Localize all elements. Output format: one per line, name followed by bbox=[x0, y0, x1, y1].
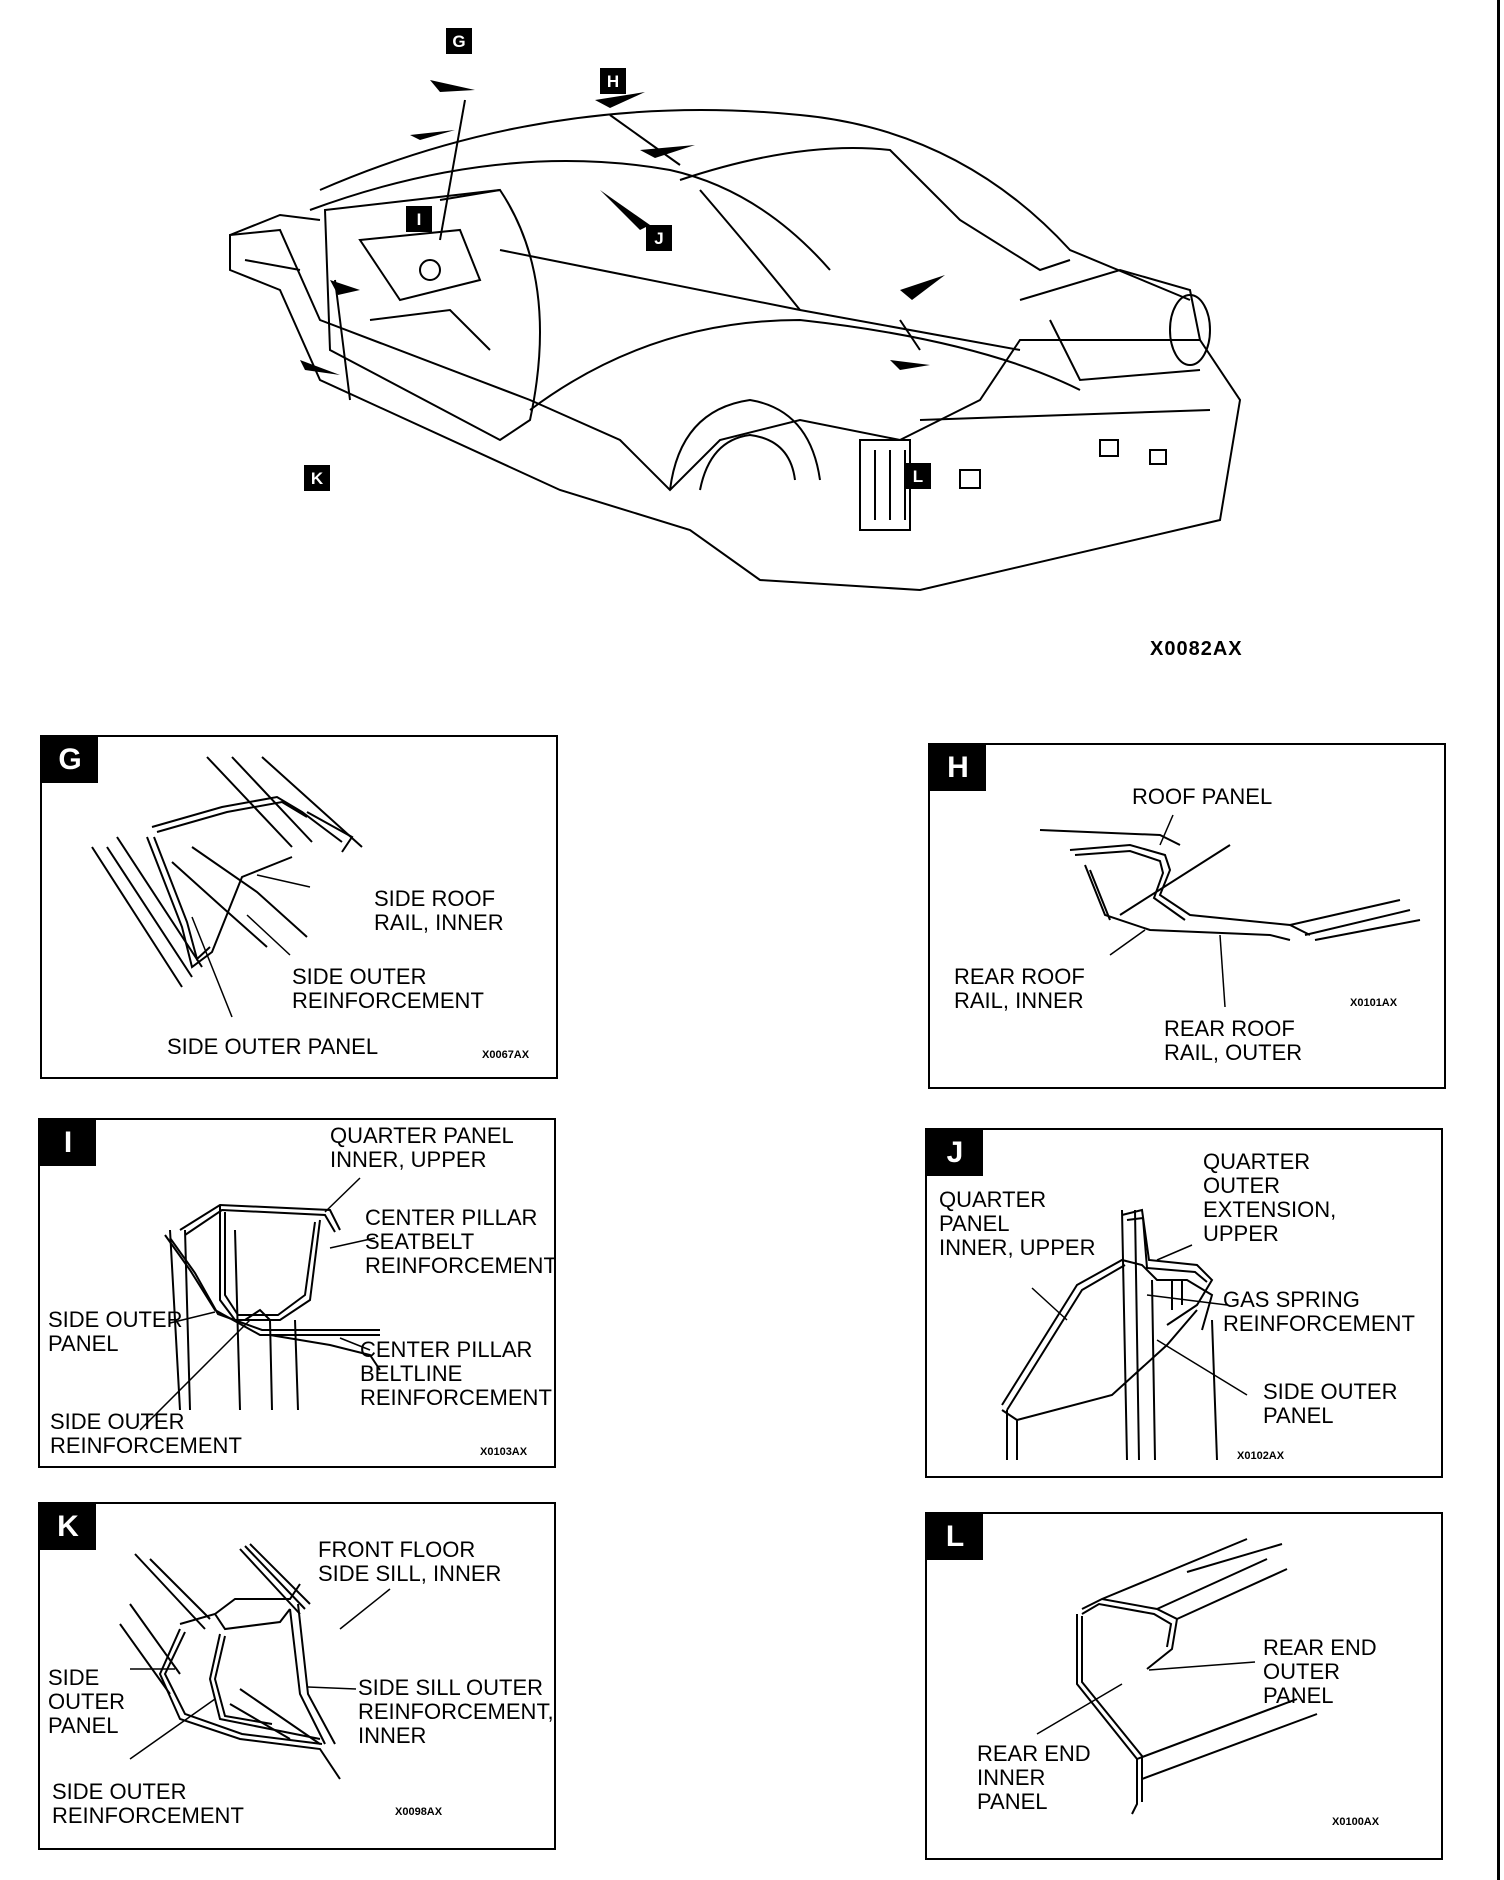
callout-h: H bbox=[607, 72, 619, 91]
label-roof-panel: ROOF PANEL bbox=[1132, 784, 1273, 809]
car-body-illustration: G H I J K L bbox=[229, 28, 1242, 592]
label-center-pillar-seatbelt-reinforcement: CENTER PILLAR SEATBELT REINFORCEMENT bbox=[365, 1205, 556, 1278]
label-front-floor-side-sill-inner: FRONT FLOOR SIDE SILL, INNER bbox=[318, 1537, 502, 1586]
panel-g-code: X0067AX bbox=[482, 1049, 530, 1061]
detail-panel-l: L REAR END OUTER PANEL REAR END INNER PA… bbox=[925, 1512, 1443, 1860]
section-h-drawing bbox=[1039, 814, 1421, 1008]
section-g-drawing bbox=[91, 756, 363, 1018]
detail-panel-k: K FRONT FLOOR SIDE SILL, INNER SIDE OUTE… bbox=[38, 1502, 556, 1850]
panel-i-badge: I bbox=[40, 1120, 96, 1166]
label-rear-roof-rail-outer: REAR ROOF RAIL, OUTER bbox=[1164, 1016, 1303, 1065]
panel-i-code: X0103AX bbox=[480, 1446, 528, 1458]
callout-i: I bbox=[417, 210, 422, 229]
section-k-drawing bbox=[119, 1543, 391, 1780]
callout-g: G bbox=[452, 32, 465, 51]
panel-g-badge: G bbox=[42, 737, 98, 783]
label-gas-spring-reinforcement: GAS SPRING REINFORCEMENT bbox=[1223, 1287, 1415, 1336]
panel-l-badge: L bbox=[927, 1514, 983, 1560]
label-quarter-outer-extension-upper: QUARTER OUTER EXTENSION, UPPER bbox=[1203, 1149, 1337, 1246]
section-l-drawing bbox=[1036, 1538, 1318, 1815]
callout-j: J bbox=[654, 229, 663, 248]
label-center-pillar-beltline-reinforcement: CENTER PILLAR BELTLINE REINFORCEMENT bbox=[360, 1337, 552, 1410]
detail-panel-j: J QUARTER OUTER EXTENSION, UPPER QUARTER… bbox=[925, 1128, 1443, 1478]
label-side-outer-panel: SIDE OUTER PANEL bbox=[167, 1034, 379, 1059]
panel-j-badge: J bbox=[927, 1130, 983, 1176]
label-quarter-panel-inner-upper: QUARTER PANEL INNER, UPPER bbox=[330, 1123, 514, 1172]
label-side-sill-outer-reinforcement-inner: SIDE SILL OUTER REINFORCEMENT, INNER bbox=[358, 1675, 554, 1748]
section-i-drawing bbox=[139, 1177, 381, 1431]
label-side-outer-panel: SIDE OUTER PANEL bbox=[48, 1665, 125, 1738]
label-quarter-panel-inner-upper: QUARTER PANEL INNER, UPPER bbox=[939, 1187, 1096, 1260]
label-side-outer-reinforcement: SIDE OUTER REINFORCEMENT bbox=[50, 1409, 242, 1458]
callout-k: K bbox=[311, 469, 324, 488]
label-side-outer-reinforcement: SIDE OUTER REINFORCEMENT bbox=[52, 1779, 244, 1828]
panel-k-code: X0098AX bbox=[395, 1806, 443, 1818]
panel-h-code: X0101AX bbox=[1350, 997, 1398, 1009]
label-rear-roof-rail-inner: REAR ROOF RAIL, INNER bbox=[954, 964, 1085, 1013]
label-side-outer-reinforcement: SIDE OUTER REINFORCEMENT bbox=[292, 964, 484, 1013]
label-rear-end-inner-panel: REAR END INNER PANEL bbox=[977, 1741, 1091, 1814]
detail-panel-h: H ROOF PANEL REAR ROOF RAIL, INNER REAR … bbox=[928, 743, 1446, 1089]
detail-panel-i: I QUARTER PANEL INNER, UPPER CENTER PILL… bbox=[38, 1118, 556, 1468]
page-border bbox=[1497, 0, 1500, 1880]
callout-l: L bbox=[913, 467, 923, 486]
panel-h-badge: H bbox=[930, 745, 986, 791]
label-side-roof-rail-inner: SIDE ROOF RAIL, INNER bbox=[374, 886, 504, 935]
section-j-drawing bbox=[1001, 1208, 1248, 1461]
panel-j-code: X0102AX bbox=[1237, 1450, 1285, 1462]
panel-l-code: X0100AX bbox=[1332, 1816, 1380, 1828]
detail-panel-g: G SIDE ROOF RAIL, INNER SIDE OUTER REINF… bbox=[40, 735, 558, 1079]
label-side-outer-panel: SIDE OUTER PANEL bbox=[48, 1307, 183, 1356]
overview-figure-code: X0082AX bbox=[1150, 638, 1243, 660]
label-side-outer-panel: SIDE OUTER PANEL bbox=[1263, 1379, 1398, 1428]
panel-k-badge: K bbox=[40, 1504, 96, 1550]
label-rear-end-outer-panel: REAR END OUTER PANEL bbox=[1263, 1635, 1377, 1708]
